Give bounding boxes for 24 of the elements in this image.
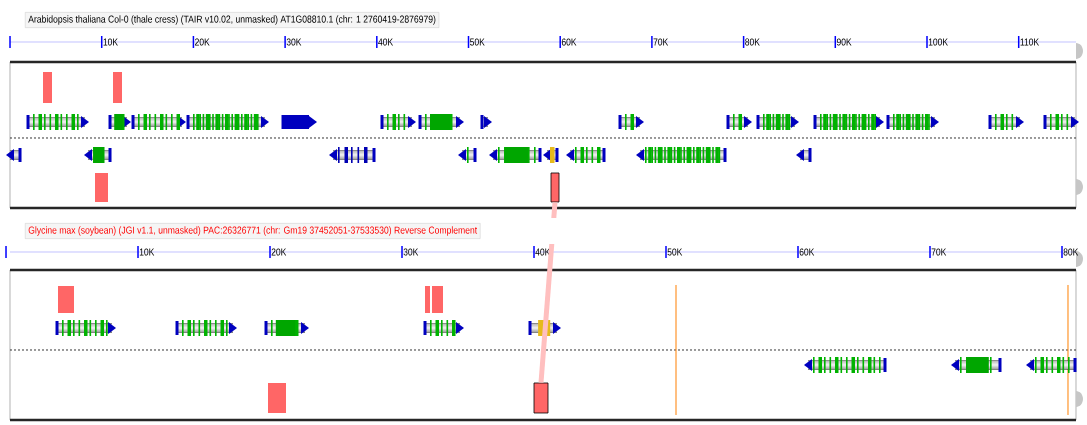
tick-label: 110K	[1020, 38, 1039, 46]
tick-label: 60K	[799, 248, 815, 256]
match-connector	[538, 202, 558, 383]
tick-label: 100K	[928, 38, 948, 46]
tick-label: 70K	[931, 248, 947, 256]
tick-label: 40K	[378, 38, 394, 46]
tick-label: 10K	[103, 38, 118, 46]
tick-label: 70K	[653, 38, 669, 46]
track-title: Glycine max (soybean) (JGI v1.1, unmasked) PAC:26326771 (chr: Gm19 37452051-37533530) Reverse Complement	[25, 223, 481, 239]
track-title: Arabidopsis thaliana Col-0 (thale cress) (TAIR v10.02, unmasked) AT1G08810.1 (chr: 1 2760419-2876979)	[25, 12, 440, 28]
tick-label: 80K	[1063, 248, 1079, 256]
tick-label: 50K	[667, 248, 683, 256]
tick-label: 50K	[470, 38, 485, 46]
tick-label: 40K	[535, 248, 551, 256]
tick-label: 60K	[561, 38, 577, 46]
hsp-box	[533, 382, 549, 414]
tick-label: 30K	[403, 248, 419, 256]
tick-label: 30K	[286, 38, 302, 46]
tick-label: 90K	[836, 38, 852, 46]
tick-label: 80K	[745, 38, 760, 46]
tick-label: 10K	[139, 248, 155, 256]
tick-label: 20K	[195, 38, 210, 46]
hsp-box	[550, 172, 560, 203]
tick-label: 20K	[271, 248, 287, 256]
